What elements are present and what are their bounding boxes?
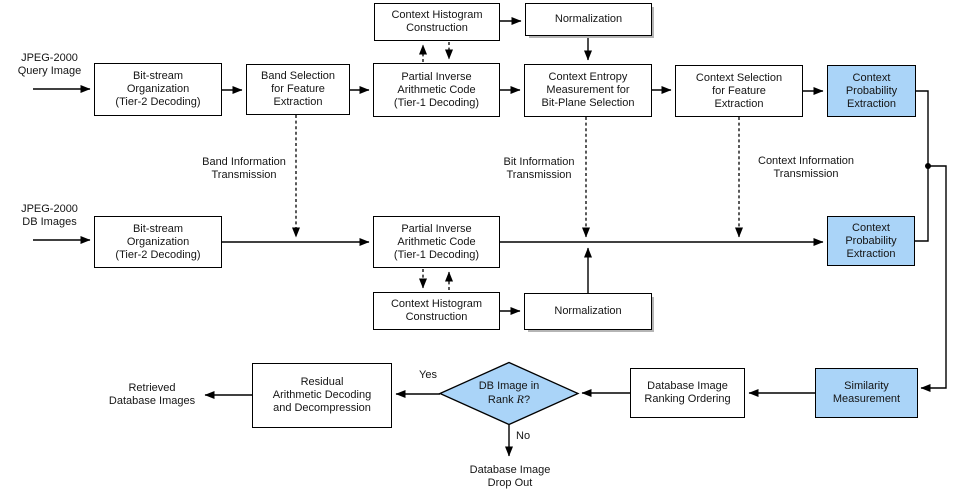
label-band-information: Band Information Transmission [202, 156, 286, 181]
box-bitstream-organization-query: Bit-stream Organization (Tier-2 Decoding… [94, 63, 222, 116]
decision-line2: Rank R? [487, 392, 531, 407]
label-drop-out: Database Image Drop Out [469, 464, 551, 489]
box-normalization-query: Normalization [525, 3, 652, 36]
box-similarity-measurement: Similarity Measurement [815, 368, 918, 418]
box-context-probability-db: Context Probability Extraction [827, 216, 915, 266]
label-db-input: JPEG-2000 DB Images [21, 203, 78, 228]
box-residual-decoding: Residual Arithmetic Decoding and Decompr… [252, 363, 392, 428]
label-yes: Yes [419, 369, 437, 381]
box-context-selection: Context Selection for Feature Extraction [675, 65, 803, 117]
label-bit-information: Bit Information Transmission [503, 156, 575, 181]
box-ranking-ordering: Database Image Ranking Ordering [630, 368, 745, 418]
box-context-entropy: Context Entropy Measurement for Bit-Plan… [524, 64, 652, 117]
box-band-selection: Band Selection for Feature Extraction [246, 64, 350, 115]
rank-variable: R [516, 392, 524, 406]
junction-dot [925, 163, 931, 169]
box-context-histogram-query: Context Histogram Construction [374, 3, 500, 41]
box-partial-inverse-query: Partial Inverse Arithmetic Code (Tier-1 … [373, 63, 500, 117]
decision-diamond-shape [438, 361, 580, 426]
path-junction-to-similarity [920, 165, 947, 392]
decision-line1: DB Image in [478, 380, 540, 392]
label-retrieved-images: Retrieved Database Images [108, 382, 196, 407]
box-context-histogram-db: Context Histogram Construction [373, 292, 500, 330]
label-context-information: Context Information Transmission [758, 155, 854, 180]
label-query-input: JPEG-2000 Query Image [17, 52, 82, 77]
box-normalization-db: Normalization [524, 293, 652, 330]
box-bitstream-organization-db: Bit-stream Organization (Tier-2 Decoding… [94, 216, 222, 268]
path-cpe-db-out [915, 166, 929, 242]
box-context-probability-query: Context Probability Extraction [827, 65, 916, 117]
box-partial-inverse-db: Partial Inverse Arithmetic Code (Tier-1 … [373, 216, 500, 268]
label-no: No [516, 430, 531, 442]
decision-diamond-label: DB Image in Rank R? [440, 380, 578, 407]
path-cpe-query-out [916, 90, 929, 166]
